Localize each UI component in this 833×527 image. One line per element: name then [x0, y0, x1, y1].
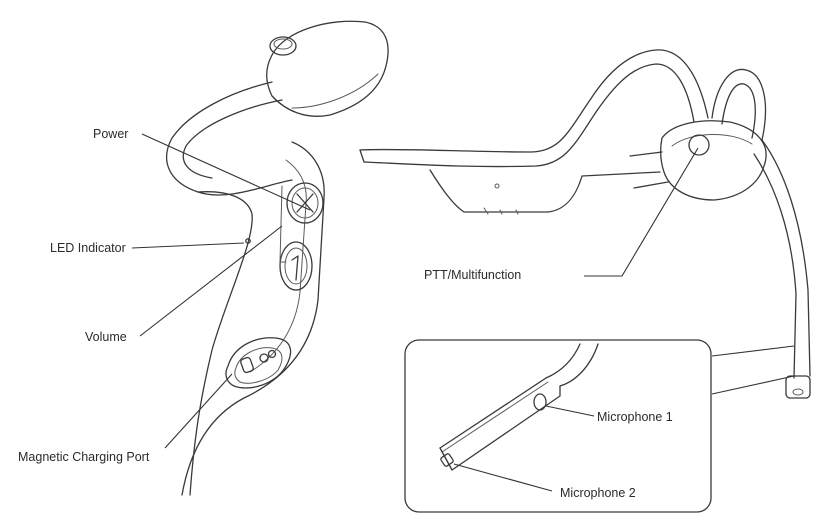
microphone-2-hole	[440, 453, 454, 467]
zoom-line-bottom	[711, 375, 795, 395]
charging-port	[225, 337, 292, 389]
mic1-leader	[545, 405, 595, 417]
power-button	[286, 182, 324, 224]
microphone-1-hole	[533, 393, 547, 411]
label-power: Power	[93, 127, 128, 141]
led-leader	[131, 242, 245, 249]
main-body	[181, 141, 325, 496]
headset-side-view	[131, 20, 389, 496]
earpiece-right	[660, 120, 767, 201]
power-leader	[141, 133, 311, 211]
ptt-leader	[584, 147, 699, 277]
ptt-button	[688, 134, 710, 156]
earpiece-pad	[266, 20, 389, 117]
label-volume: Volume	[85, 330, 127, 344]
microphone-inset	[404, 339, 712, 513]
label-microphone-2: Microphone 2	[560, 486, 636, 500]
zoom-line-top	[711, 345, 795, 357]
main-body-inner	[189, 191, 253, 496]
label-microphone-1: Microphone 1	[597, 410, 673, 424]
charging-leader	[164, 373, 233, 449]
led-dot	[245, 238, 251, 244]
label-magnetic-charging-port: Magnetic Charging Port	[18, 450, 150, 464]
volume-button	[279, 241, 313, 291]
label-ptt-multifunction: PTT/Multifunction	[424, 268, 521, 282]
boom-tip	[785, 375, 811, 399]
button-bracket	[279, 185, 287, 263]
pad-button	[269, 36, 297, 56]
label-led-indicator: LED Indicator	[50, 241, 126, 255]
boom-arm	[761, 139, 811, 377]
bridge-piece	[429, 169, 661, 213]
ear-hook	[711, 68, 767, 141]
neck-band	[166, 81, 293, 196]
headset-front-view	[359, 49, 811, 399]
mic2-leader	[453, 463, 553, 492]
volume-leader	[139, 225, 283, 337]
inset-frame	[404, 339, 712, 513]
temple-arm	[359, 49, 709, 153]
